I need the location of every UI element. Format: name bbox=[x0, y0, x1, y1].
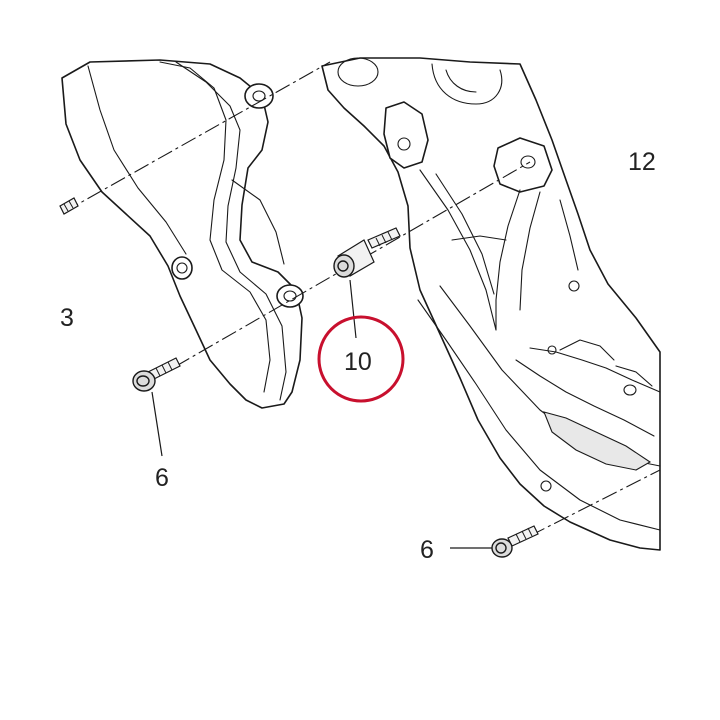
leader-10 bbox=[349, 279, 357, 339]
left-side-panel bbox=[61, 59, 304, 409]
spacer-stud-10 bbox=[333, 227, 401, 278]
label-part-6-left: 6 bbox=[155, 464, 169, 492]
bolt-6-bottom bbox=[491, 525, 539, 558]
label-part-10: 10 bbox=[344, 348, 372, 376]
label-part-12: 12 bbox=[628, 148, 656, 176]
axis-upper bbox=[63, 61, 331, 213]
bolt-upper-left bbox=[59, 197, 79, 215]
label-part-6-bottom: 6 bbox=[420, 536, 434, 564]
leader-6-left bbox=[151, 391, 163, 457]
label-part-3: 3 bbox=[60, 304, 74, 332]
highlight-circle bbox=[317, 315, 405, 403]
right-frame-assembly bbox=[321, 57, 661, 551]
leader-lines bbox=[151, 279, 492, 549]
bolt-6-left bbox=[132, 357, 181, 392]
